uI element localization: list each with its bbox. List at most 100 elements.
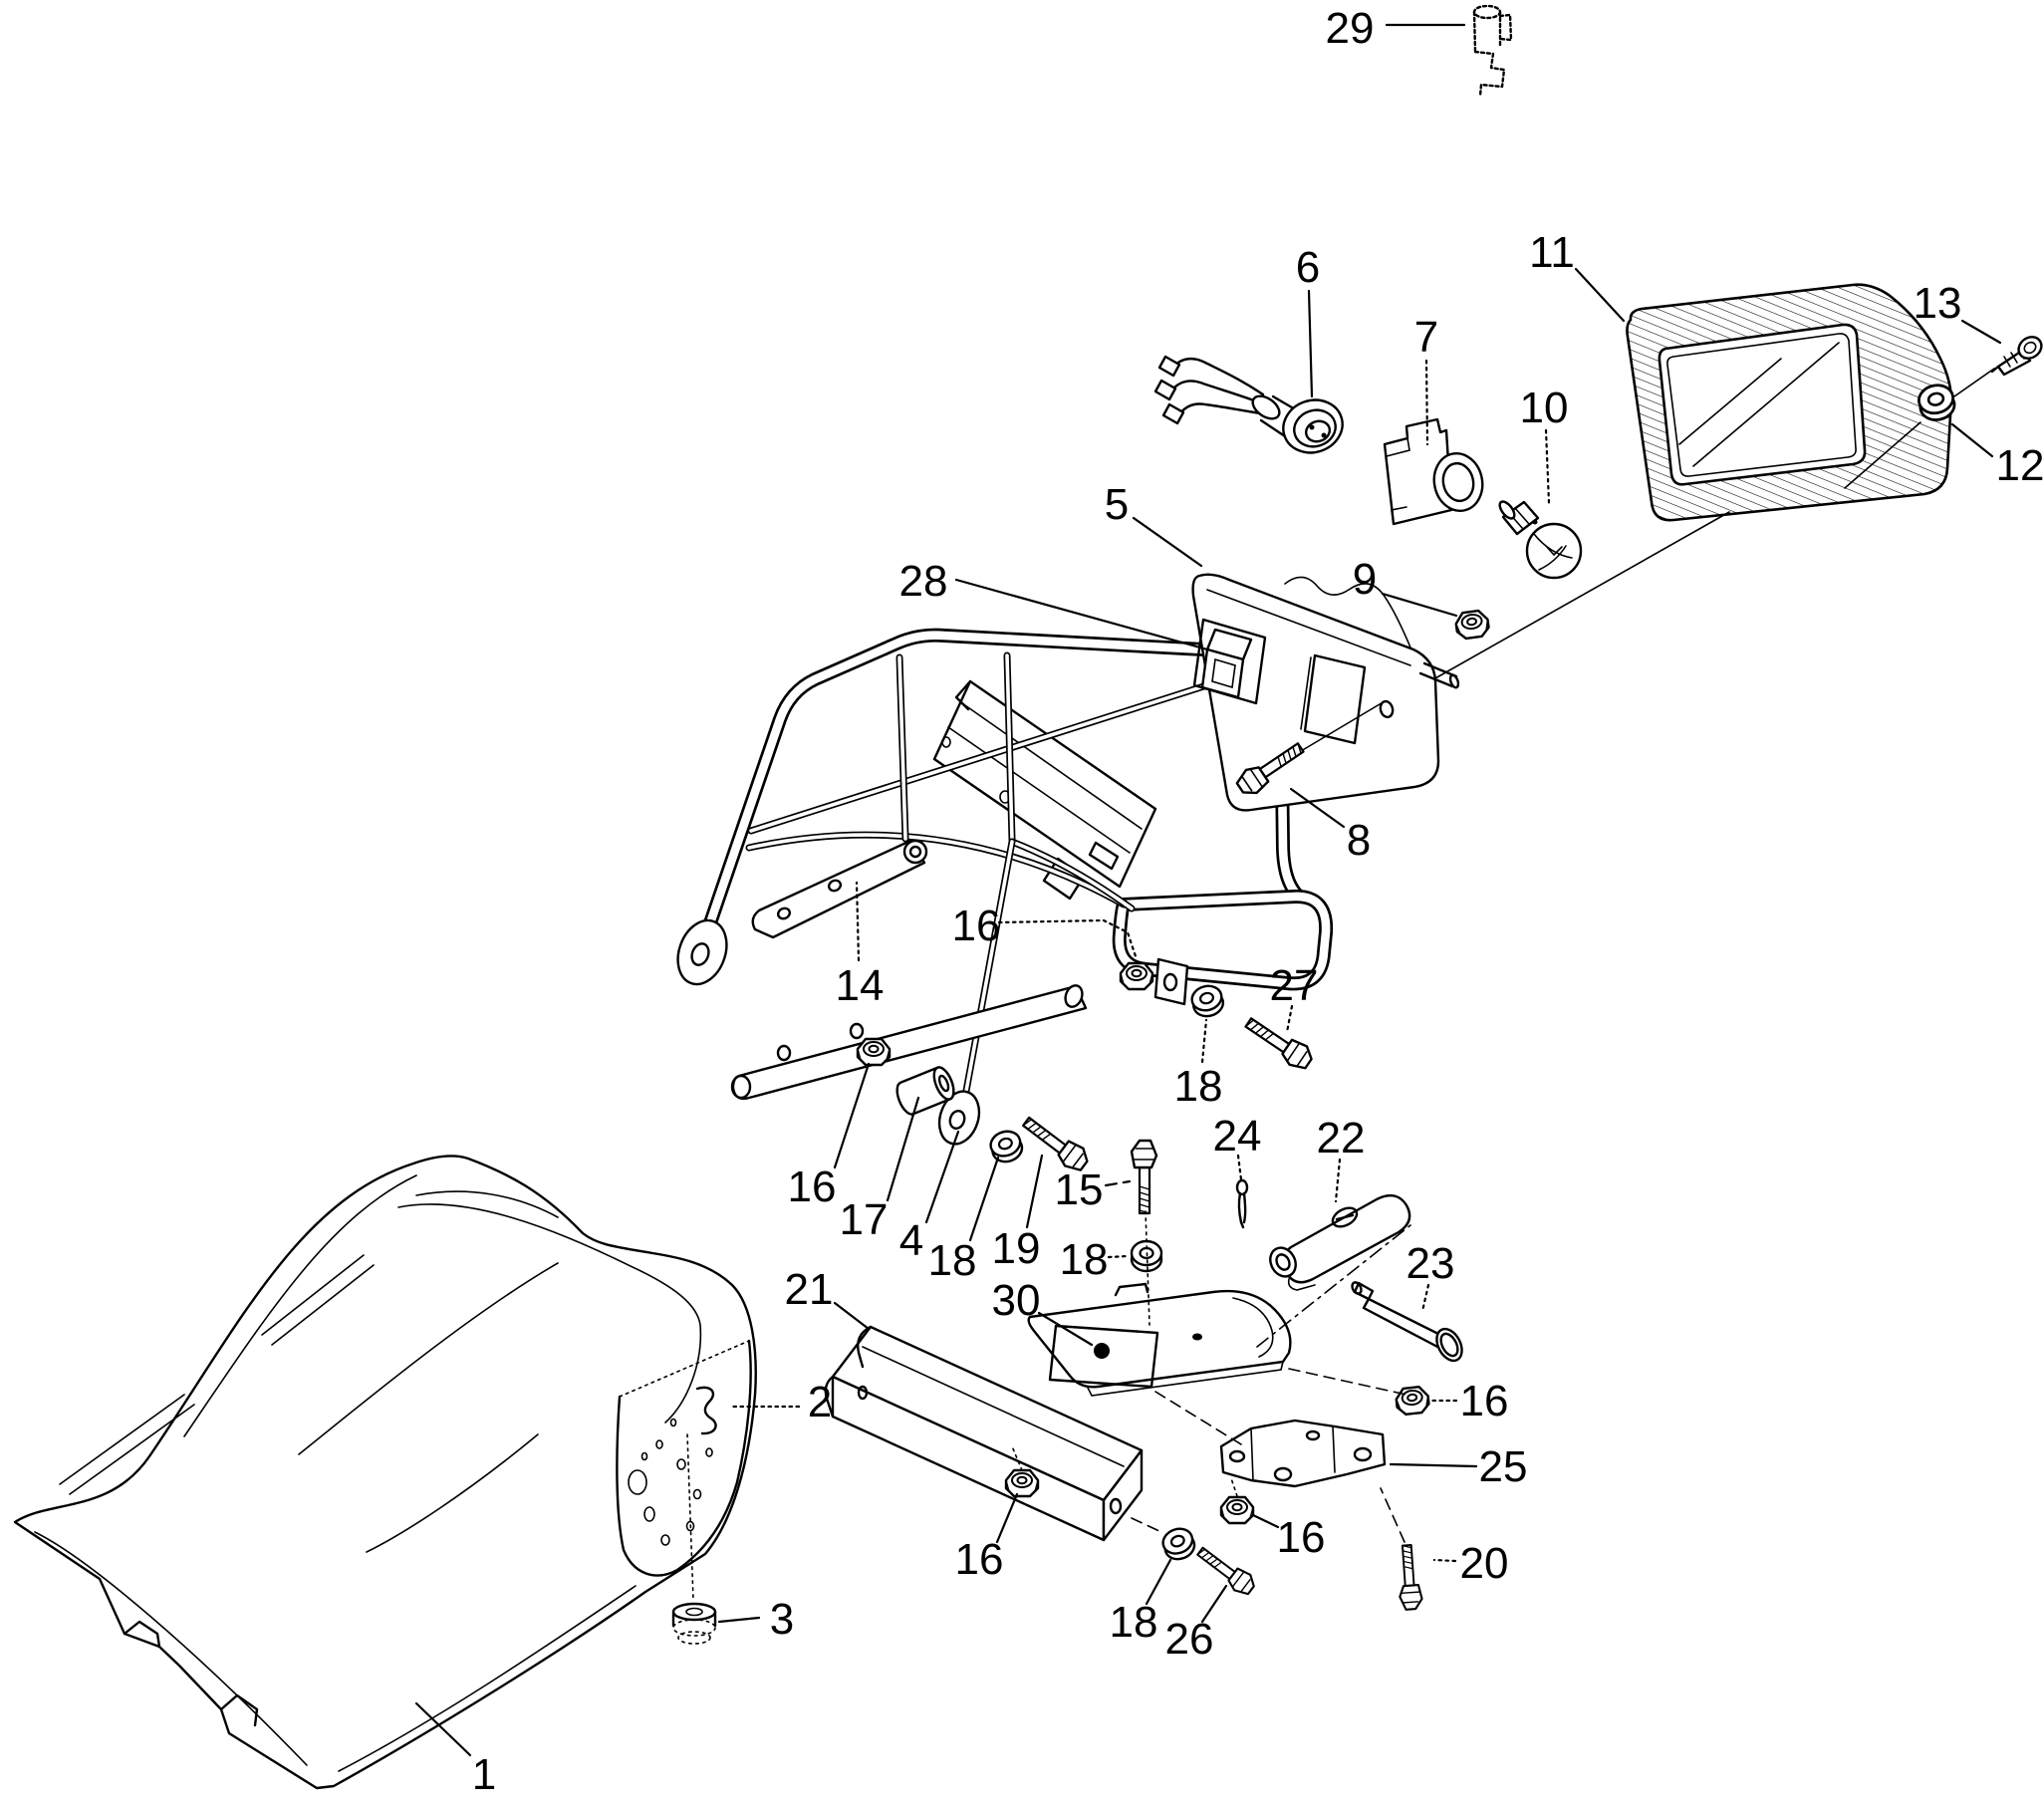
leader-line-9 [1381,592,1458,618]
hex-bolt-26 [1192,1541,1260,1600]
wire-connector [1192,618,1267,705]
callout-label-18[interactable]: 18 [928,1236,977,1285]
callout-label-25[interactable]: 25 [1479,1442,1528,1491]
rack-post-ring [902,839,928,865]
hex-nut-16 [1004,1468,1040,1498]
hex-bolt-20 [1395,1543,1424,1612]
tail-light-housing [1191,573,1460,812]
leader-line-21 [833,1301,871,1331]
rack-leg-lug [676,918,728,986]
leader-line-18 [1107,1254,1130,1259]
leader-line-4 [924,1130,960,1224]
callout-label-1[interactable]: 1 [472,1750,496,1799]
hinge-bracket [1219,1419,1387,1488]
leader-line-16 [995,1492,1019,1544]
luggage-rack-frame [676,636,1326,1146]
flat-washer-18 [986,1126,1027,1167]
callout-label-4[interactable]: 4 [899,1216,923,1265]
callout-label-12[interactable]: 12 [1996,441,2044,490]
callout-label-20[interactable]: 20 [1460,1539,1509,1588]
callout-label-23[interactable]: 23 [1406,1239,1455,1288]
callout-label-28[interactable]: 28 [899,557,948,606]
rack-mounting-tab [1153,957,1189,1006]
rack-strap [751,839,926,939]
callout-label-16[interactable]: 16 [1460,1377,1509,1425]
leader-line-27 [1285,1004,1294,1034]
callout-label-6[interactable]: 6 [1296,243,1320,292]
leader-line-24 [1236,1154,1243,1181]
hinge-clevis-22 [1269,1193,1411,1291]
seat-bracket [824,1325,1144,1542]
callout-label-16[interactable]: 16 [788,1163,837,1211]
callout-label-8[interactable]: 8 [1347,816,1371,865]
callout-label-18[interactable]: 18 [1060,1235,1109,1284]
seat-side-panel [616,1339,752,1577]
rack-lower-strap [730,984,1088,1101]
leader-line-3 [717,1616,761,1624]
bulb-holder-bracket [1383,417,1484,526]
callout-label-14[interactable]: 14 [836,961,885,1010]
callout-label-11[interactable]: 11 [1529,228,1575,277]
leader-line-18 [1145,1558,1172,1606]
callout-label-26[interactable]: 26 [1165,1615,1214,1664]
leader-line-26 [1200,1584,1228,1624]
tail-light-lens [1626,283,1953,522]
callout-label-9[interactable]: 9 [1353,555,1377,604]
callout-label-15[interactable]: 15 [1055,1165,1104,1214]
leader-line-18 [968,1156,1000,1242]
flat-washer-18 [1157,1523,1199,1565]
wiring-clip [1472,4,1513,98]
callout-label-7[interactable]: 7 [1414,313,1438,362]
leader-line-25 [1389,1462,1478,1468]
callout-label-21[interactable]: 21 [785,1265,834,1314]
leader-line-16 [1251,1513,1280,1529]
leader-line-13 [1960,319,2002,345]
spacer-bushing-17 [895,1066,955,1116]
leader-line-15 [1104,1179,1132,1187]
leader-line-22 [1334,1158,1342,1203]
callout-label-29[interactable]: 29 [1326,4,1375,53]
callout-label-30[interactable]: 30 [992,1276,1041,1325]
callout-label-16[interactable]: 16 [1277,1513,1326,1562]
seat-bumper-grommet [671,1433,717,1645]
callout-label-22[interactable]: 22 [1317,1114,1366,1163]
callout-label-19[interactable]: 19 [992,1224,1041,1273]
hex-bolt-15 [1130,1139,1158,1215]
leader-line-23 [1420,1283,1430,1313]
leader-line-20 [1432,1558,1457,1563]
callout-label-3[interactable]: 3 [770,1595,794,1644]
lens-screw-13 [1953,336,2043,397]
leader-line-28 [954,578,1209,651]
callout-label-18[interactable]: 18 [1110,1598,1158,1647]
hex-nut-9 [1453,608,1491,642]
plate-pad-dot [1094,1343,1110,1359]
leader-line-14 [855,881,861,962]
leader-line-16 [997,918,1138,958]
leader-line-12 [1950,422,1994,458]
leader-line-17 [886,1096,920,1202]
hinge-plate [1027,1282,1292,1397]
callout-label-16[interactable]: 16 [955,1535,1004,1584]
callout-label-24[interactable]: 24 [1213,1112,1262,1161]
callout-label-18[interactable]: 18 [1174,1062,1223,1111]
leader-line-10 [1544,428,1551,505]
tail-light-bulb [1498,500,1583,580]
callout-label-17[interactable]: 17 [840,1195,889,1244]
callout-label-10[interactable]: 10 [1520,384,1569,432]
housing-stud [1418,661,1460,689]
callout-label-13[interactable]: 13 [1914,279,1962,328]
callout-label-5[interactable]: 5 [1105,480,1129,529]
callout-label-27[interactable]: 27 [1270,961,1319,1010]
callout-label-2[interactable]: 2 [808,1378,832,1426]
leader-line-18 [1200,1018,1208,1064]
callout-label-16[interactable]: 16 [952,902,1001,950]
leader-line-30 [1037,1311,1094,1347]
assembly-axis-line [1425,511,1730,684]
leader-line-6 [1307,289,1314,398]
clevis-pin-23 [1351,1281,1463,1363]
leader-line-16 [833,1062,871,1169]
seat-cushion [13,1155,757,1790]
leader-line-19 [1025,1154,1044,1229]
